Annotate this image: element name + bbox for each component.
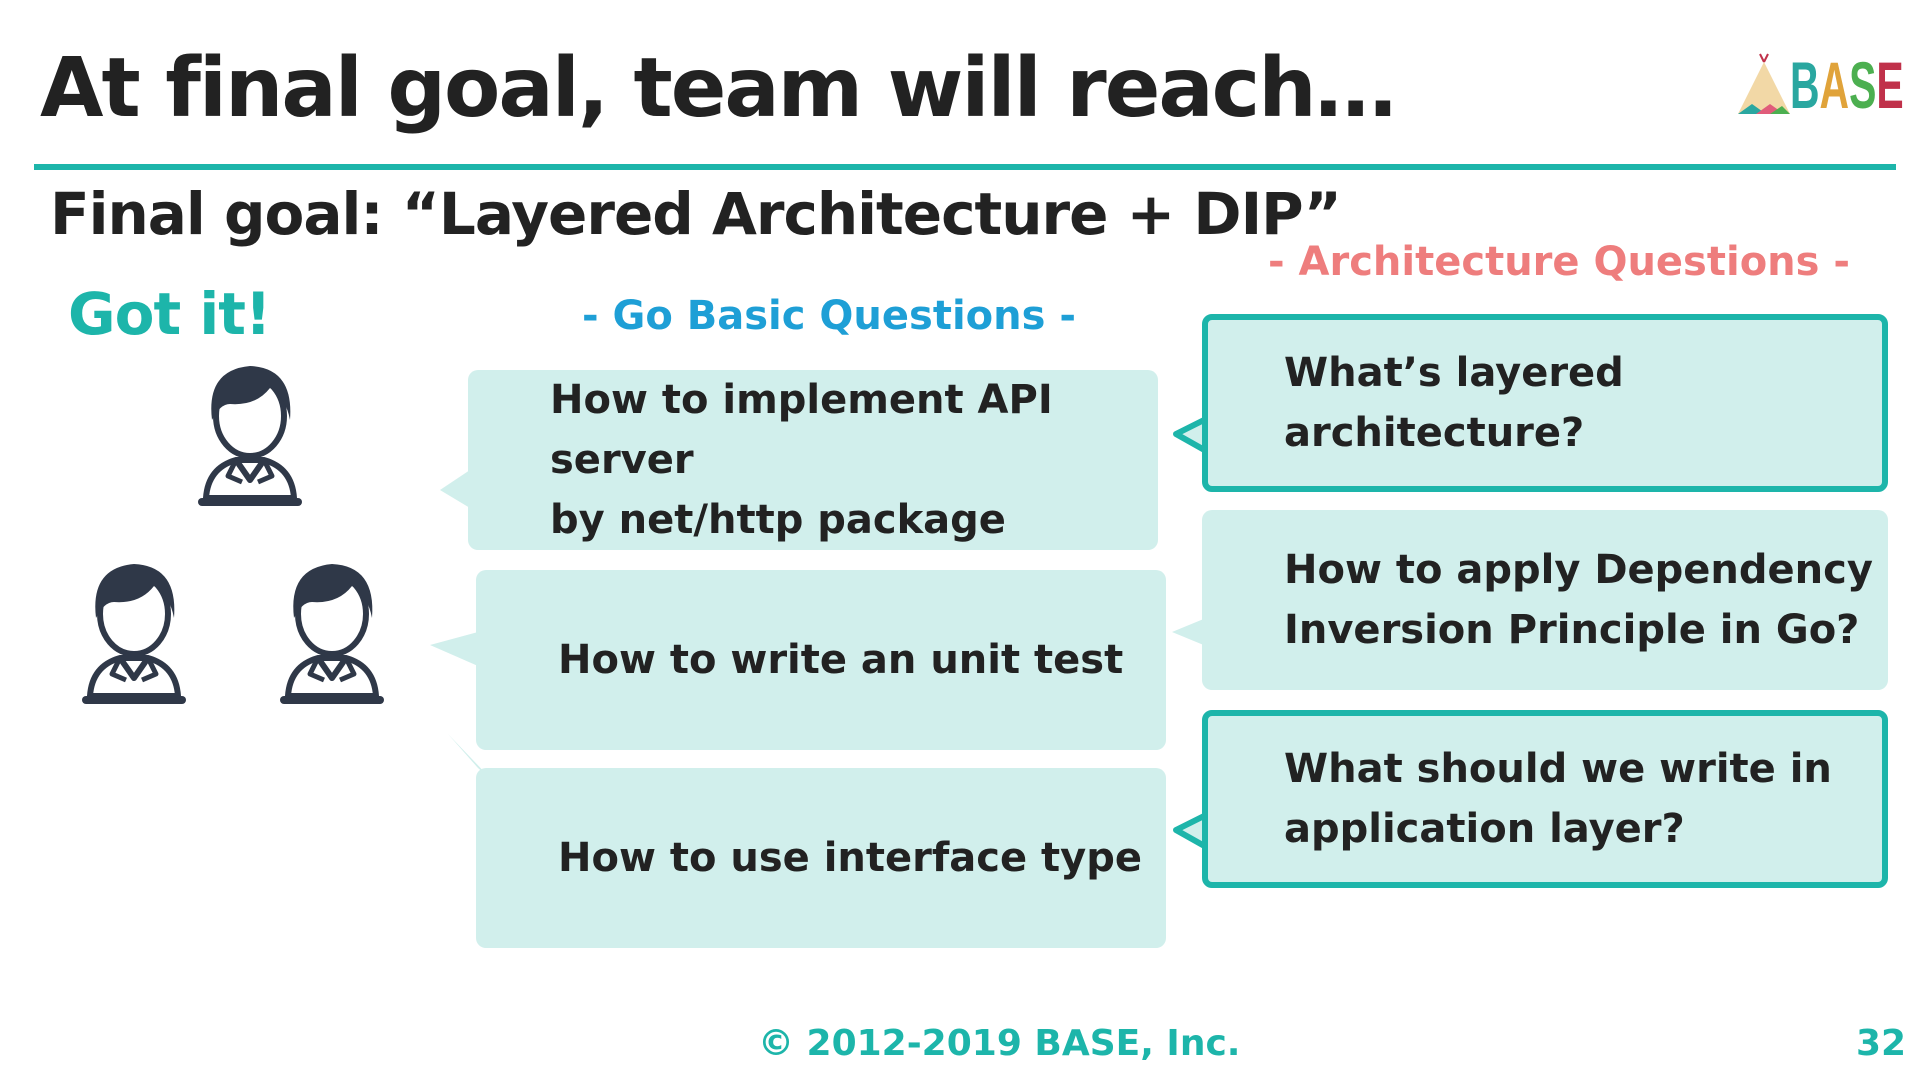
go-question-text: How to use interface type: [558, 835, 1142, 881]
go-q1-tail: [440, 470, 470, 508]
page-number: 32: [1856, 1023, 1907, 1064]
go-question-bubble-interface-type: How to use interface type: [476, 768, 1166, 948]
go-question-text: How to implement API server by net/http …: [550, 377, 1053, 543]
slide-subtitle: Final goal: “Layered Architecture + DIP”: [50, 180, 1342, 248]
arch-question-text: How to apply Dependency Inversion Princi…: [1284, 547, 1873, 653]
arch-question-text: What’s layered architecture?: [1284, 350, 1624, 456]
go-question-bubble-api-server: How to implement API server by net/http …: [468, 370, 1158, 550]
arch-question-bubble-dip: How to apply Dependency Inversion Princi…: [1202, 510, 1888, 690]
architecture-questions-label: - Architecture Questions -: [1268, 239, 1850, 285]
footer-copyright: © 2012-2019 BASE, Inc.: [758, 1023, 1241, 1064]
go-question-bubble-unit-test: How to write an unit test: [476, 570, 1166, 750]
got-it-caption: Got it!: [68, 280, 271, 348]
go-basic-questions-label: - Go Basic Questions -: [582, 293, 1076, 339]
title-divider: [34, 164, 1896, 170]
arch-question-bubble-layered: What’s layered architecture?: [1202, 314, 1888, 492]
slide-title: At final goal, team will reach…: [40, 41, 1397, 136]
arch-question-text: What should we write in application laye…: [1284, 746, 1832, 852]
go-question-text: How to write an unit test: [558, 637, 1124, 683]
arch-q2-tail: [1172, 618, 1206, 646]
arch-question-bubble-application-layer: What should we write in application laye…: [1202, 710, 1888, 888]
go-q2-tail: [430, 632, 478, 666]
base-logo-tent-icon: [1738, 53, 1790, 114]
base-logo-wordmark: BASE: [1790, 48, 1904, 122]
